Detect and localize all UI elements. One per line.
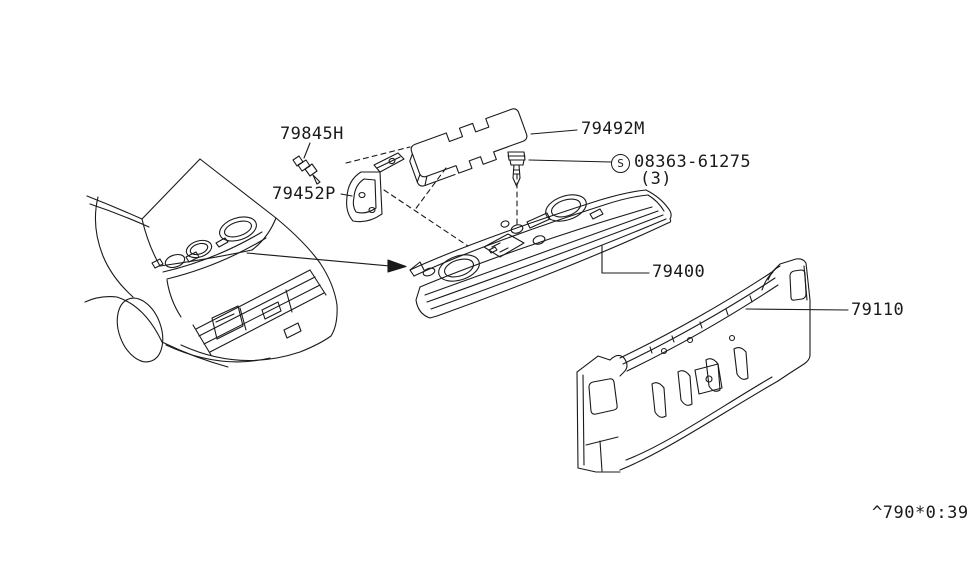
part-label-insulator: 79492M [581,119,645,139]
part-label-bracket: 79452P [272,184,336,204]
car-illustration [84,158,338,368]
screw-standard-part-symbol: S [611,154,630,173]
part-label-clip: 79845H [280,124,344,144]
bracket-drawing [346,152,405,223]
leader-lines [303,129,849,311]
clip-drawing [292,155,321,185]
projection-dashed-lines [345,146,518,247]
part-label-screw: 08363-61275 [634,152,751,172]
screw-drawing [507,151,526,187]
part-quantity-screw: (3) [640,169,672,189]
location-arrow [246,252,407,273]
rear-panel-drawing [576,258,811,473]
diagram-reference-code: ^790*0:39 [872,503,969,523]
part-label-parcel-shelf: 79400 [652,262,706,282]
parcel-shelf-drawing [409,189,672,319]
insulator-drawing [409,108,528,187]
part-label-rear-panel: 79110 [851,300,905,320]
